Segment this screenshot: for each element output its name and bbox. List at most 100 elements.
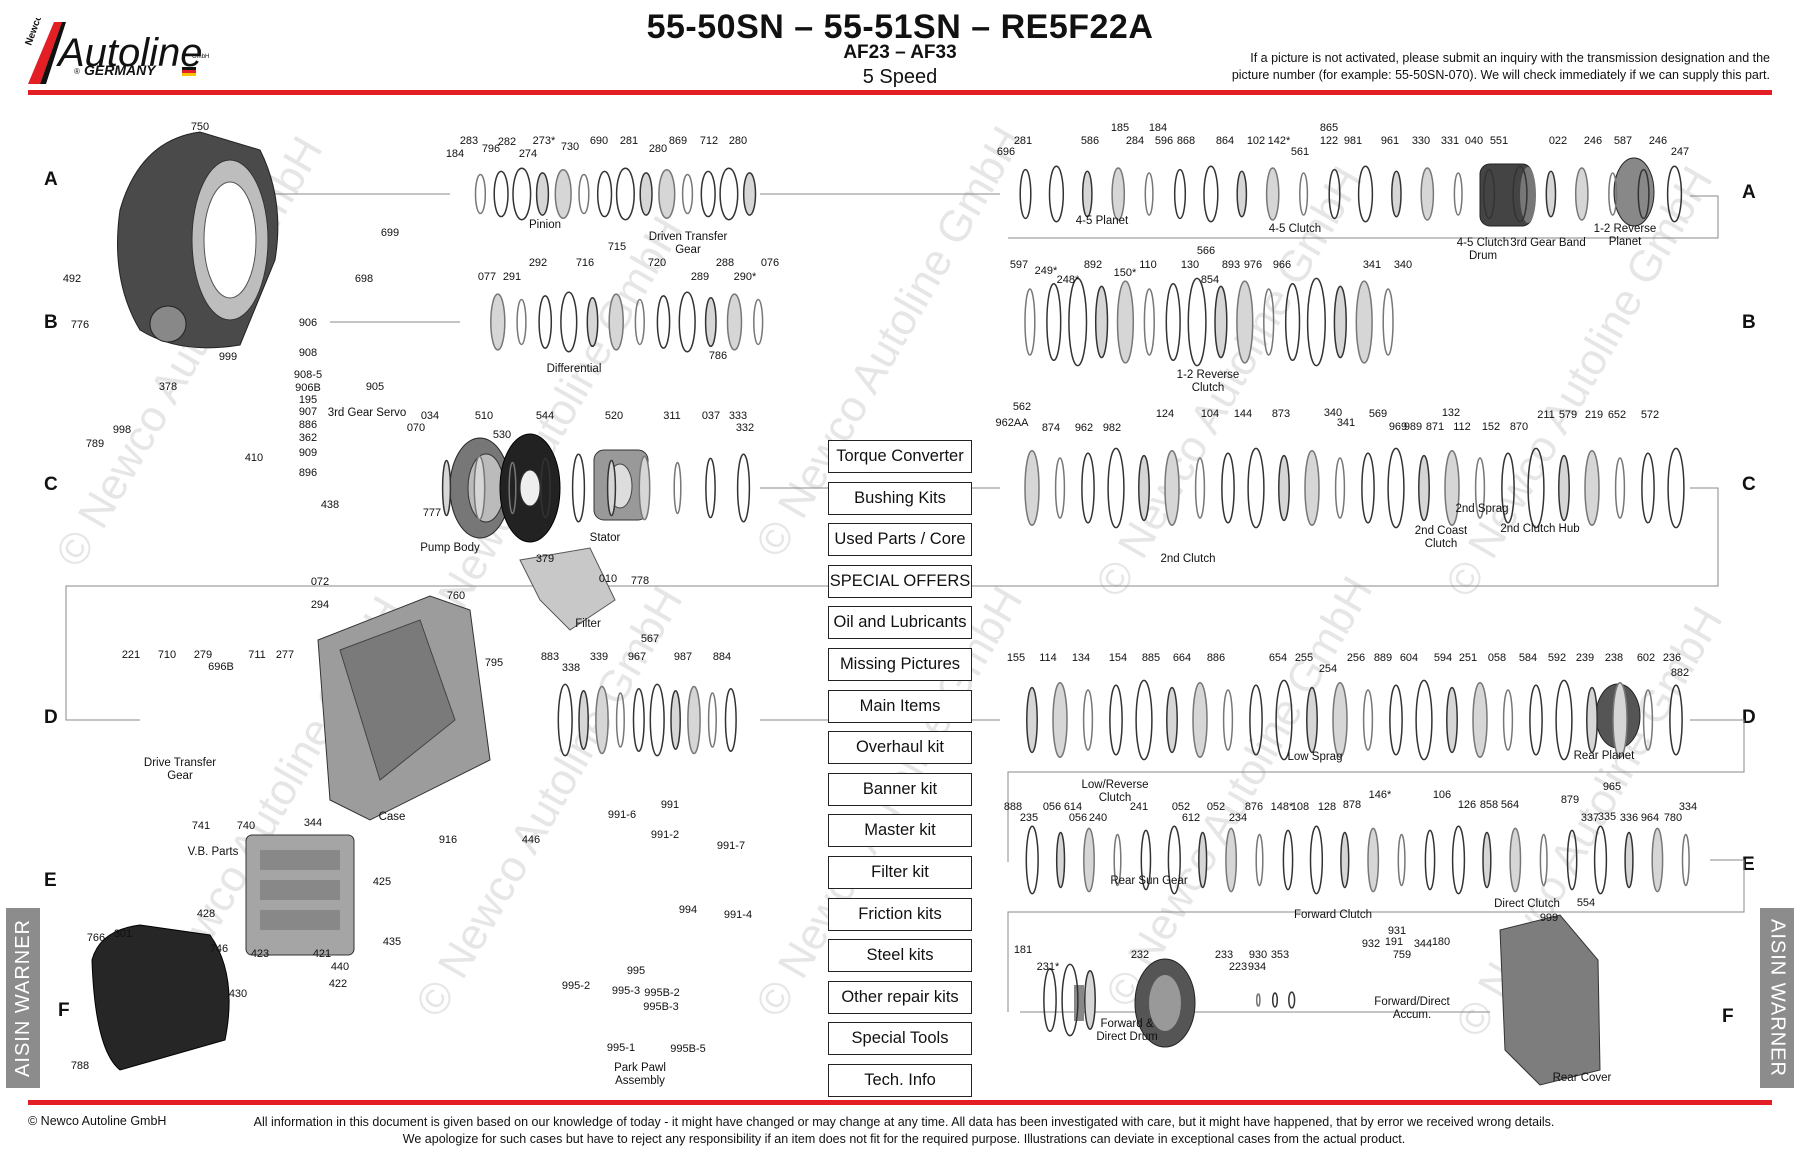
ring-part[interactable] bbox=[1306, 277, 1326, 367]
part-number-331[interactable]: 331 bbox=[1441, 135, 1459, 147]
ring-part[interactable] bbox=[1135, 679, 1153, 761]
part-number-126[interactable]: 126 bbox=[1458, 799, 1476, 811]
part-number-280[interactable]: 280 bbox=[729, 135, 747, 147]
part-number-337[interactable]: 337 bbox=[1581, 812, 1599, 824]
ring-part[interactable] bbox=[1166, 686, 1178, 754]
part-number-893[interactable]: 893 bbox=[1222, 259, 1240, 271]
ring-part[interactable] bbox=[1111, 167, 1126, 221]
part-number-114[interactable]: 114 bbox=[1039, 652, 1057, 664]
part-number-584[interactable]: 584 bbox=[1519, 652, 1537, 664]
ring-part[interactable] bbox=[608, 293, 624, 351]
ring-part[interactable] bbox=[1624, 831, 1634, 889]
ring-part[interactable] bbox=[1263, 288, 1275, 356]
part-number-311[interactable]: 311 bbox=[663, 410, 681, 422]
ring-part[interactable] bbox=[632, 687, 645, 753]
part-number-864[interactable]: 864 bbox=[1216, 135, 1234, 147]
part-number-9916[interactable]: 991-6 bbox=[608, 809, 636, 821]
part-number-879[interactable]: 879 bbox=[1561, 794, 1579, 806]
ring-part[interactable] bbox=[1545, 170, 1557, 218]
ring-part[interactable] bbox=[1222, 689, 1234, 751]
part-number-964[interactable]: 964 bbox=[1641, 812, 1659, 824]
ring-part[interactable] bbox=[1299, 172, 1309, 216]
part-number-184[interactable]: 184 bbox=[1149, 122, 1167, 134]
part-number-440[interactable]: 440 bbox=[331, 961, 349, 973]
ring-part[interactable] bbox=[1083, 827, 1095, 893]
ring-part[interactable] bbox=[1474, 457, 1486, 519]
part-number-052[interactable]: 052 bbox=[1172, 801, 1190, 813]
ring-part[interactable] bbox=[512, 167, 532, 221]
part-number-750[interactable]: 750 bbox=[191, 121, 209, 133]
part-number-9951[interactable]: 995-1 bbox=[607, 1042, 635, 1054]
ring-part[interactable] bbox=[1255, 993, 1261, 1007]
part-number-9917[interactable]: 991-7 bbox=[717, 840, 745, 852]
part-number-780[interactable]: 780 bbox=[1664, 812, 1682, 824]
part-number-554[interactable]: 554 bbox=[1577, 897, 1595, 909]
part-number-602[interactable]: 602 bbox=[1637, 652, 1655, 664]
ring-part[interactable] bbox=[557, 683, 573, 757]
menu-tech-info[interactable]: Tech. Info bbox=[828, 1063, 972, 1097]
part-number-604[interactable]: 604 bbox=[1400, 652, 1418, 664]
part-number-777[interactable]: 777 bbox=[423, 507, 441, 519]
part-number-353[interactable]: 353 bbox=[1271, 949, 1289, 961]
part-number-234[interactable]: 234 bbox=[1229, 812, 1247, 824]
part-number-874[interactable]: 874 bbox=[1042, 422, 1060, 434]
ring-part[interactable] bbox=[719, 167, 739, 221]
part-number-934[interactable]: 934 bbox=[1248, 961, 1266, 973]
ring-part[interactable] bbox=[540, 457, 551, 519]
ring-part[interactable] bbox=[1332, 682, 1348, 758]
ring-part[interactable] bbox=[1167, 825, 1181, 895]
part-number-999[interactable]: 999 bbox=[219, 351, 237, 363]
ring-part[interactable] bbox=[1391, 170, 1402, 218]
ring-part[interactable] bbox=[700, 170, 716, 218]
part-number-148[interactable]: 148* bbox=[1271, 801, 1294, 813]
part-number-410[interactable]: 410 bbox=[245, 452, 263, 464]
ring-part[interactable] bbox=[595, 685, 609, 755]
part-number-076[interactable]: 076 bbox=[761, 257, 779, 269]
part-number-878[interactable]: 878 bbox=[1343, 799, 1361, 811]
part-number-664[interactable]: 664 bbox=[1173, 652, 1191, 664]
ring-part[interactable] bbox=[1333, 285, 1347, 359]
ring-part[interactable] bbox=[1284, 282, 1301, 362]
ring-part[interactable] bbox=[753, 298, 764, 346]
part-number-696B[interactable]: 696B bbox=[208, 661, 234, 673]
ring-part[interactable] bbox=[538, 295, 553, 349]
part-number-614[interactable]: 614 bbox=[1064, 801, 1082, 813]
part-number-273[interactable]: 273* bbox=[533, 135, 556, 147]
ring-part[interactable] bbox=[1164, 450, 1180, 526]
ring-part[interactable] bbox=[1288, 991, 1296, 1009]
part-number-290[interactable]: 290* bbox=[734, 271, 757, 283]
ring-part[interactable] bbox=[1221, 452, 1235, 524]
ring-part[interactable] bbox=[1278, 454, 1290, 522]
part-number-072[interactable]: 072 bbox=[311, 576, 329, 588]
ring-part[interactable] bbox=[649, 683, 665, 757]
ring-part[interactable] bbox=[1555, 679, 1573, 761]
part-number-994[interactable]: 994 bbox=[679, 904, 697, 916]
part-number-211[interactable]: 211 bbox=[1537, 409, 1555, 421]
part-number-336[interactable]: 336 bbox=[1620, 812, 1638, 824]
part-number-962AA[interactable]: 962AA bbox=[995, 417, 1029, 429]
ring-part[interactable] bbox=[704, 296, 717, 348]
part-number-294[interactable]: 294 bbox=[311, 599, 329, 611]
ring-part[interactable] bbox=[670, 690, 681, 750]
ring-part[interactable] bbox=[1054, 457, 1066, 519]
ring-part[interactable] bbox=[678, 291, 696, 353]
menu-missing-pictures[interactable]: Missing Pictures bbox=[828, 647, 972, 681]
part-number-289[interactable]: 289 bbox=[691, 271, 709, 283]
ring-part[interactable] bbox=[1512, 165, 1528, 223]
part-number-256[interactable]: 256 bbox=[1347, 652, 1365, 664]
part-number-144[interactable]: 144 bbox=[1234, 408, 1252, 420]
part-number-122[interactable]: 122 bbox=[1320, 135, 1338, 147]
ring-part[interactable] bbox=[1271, 992, 1279, 1008]
part-number-561[interactable]: 561 bbox=[1291, 146, 1309, 158]
part-number-104[interactable]: 104 bbox=[1201, 408, 1219, 420]
part-number-340[interactable]: 340 bbox=[1394, 259, 1412, 271]
ring-part[interactable] bbox=[1282, 829, 1294, 891]
part-number-181[interactable]: 181 bbox=[1014, 944, 1032, 956]
part-number-961[interactable]: 961 bbox=[1381, 135, 1399, 147]
ring-part[interactable] bbox=[1236, 170, 1248, 218]
ring-part[interactable] bbox=[1669, 684, 1683, 756]
part-number-698[interactable]: 698 bbox=[355, 273, 373, 285]
part-number-858[interactable]: 858 bbox=[1480, 799, 1498, 811]
part-number-906B[interactable]: 906B bbox=[295, 382, 321, 394]
ring-part[interactable] bbox=[1328, 168, 1341, 220]
